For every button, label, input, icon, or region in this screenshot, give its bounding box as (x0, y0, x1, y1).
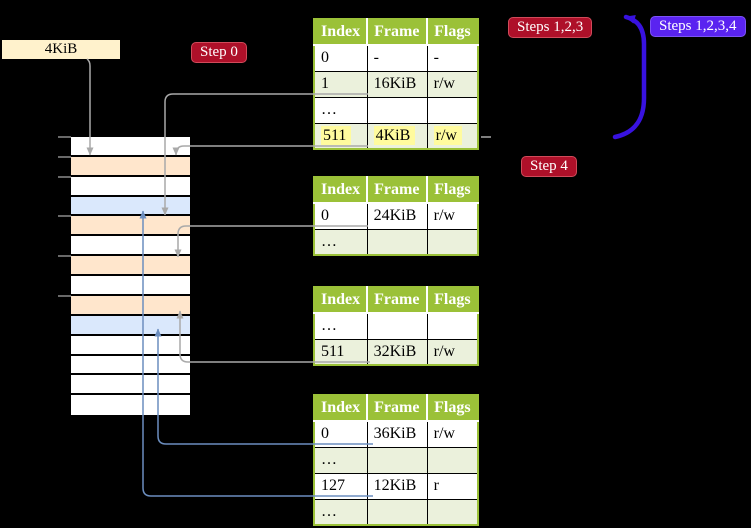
cell-frame (366, 498, 428, 526)
cell-frame (366, 228, 428, 256)
table-row: 0 - - (313, 44, 479, 72)
page-table-second: Index Frame Flags 0 24KiB r/w … (313, 176, 479, 256)
table-row: … (313, 446, 479, 474)
cell-index: … (313, 312, 368, 340)
cell-frame (366, 446, 428, 474)
column-header-flags: Flags (427, 395, 478, 422)
cell-index: 0 (313, 420, 368, 448)
table-row: … (313, 228, 479, 256)
memory-frame-row-white (71, 395, 190, 415)
cell-frame: 4KiB (366, 122, 428, 150)
memory-frame-row-white (71, 375, 190, 393)
memory-frame-row-peach (71, 296, 190, 314)
column-header-index: Index (314, 287, 369, 314)
memory-frame-row-peach (71, 256, 190, 274)
cell-frame: 32KiB (366, 338, 428, 366)
column-header-frame: Frame (367, 19, 429, 46)
table-row: 127 12KiB r (313, 472, 479, 500)
cell-frame: 24KiB (366, 202, 428, 230)
memory-frame-row-blue (71, 197, 190, 214)
column-header-index: Index (314, 395, 369, 422)
column-header-flags: Flags (427, 19, 478, 46)
highlighted-value: 511 (321, 125, 352, 145)
page-size-label-box: 4KiB (2, 40, 120, 59)
cell-index: … (313, 96, 368, 124)
memory-frame-row-white (71, 276, 190, 294)
cell-flags (426, 498, 479, 526)
column-header-frame: Frame (367, 177, 429, 204)
page-table-third: Index Frame Flags … 511 32KiB r/w (313, 286, 479, 366)
table-row: … (313, 96, 479, 124)
cell-frame: - (366, 44, 428, 72)
cell-flags: r (426, 472, 479, 500)
cell-flags: r/w (426, 202, 479, 230)
page-table-bottom: Index Frame Flags 0 36KiB r/w … 127 12Ki… (313, 394, 479, 526)
cell-index: … (313, 498, 368, 526)
table-row: 511 32KiB r/w (313, 338, 479, 366)
cell-index: 1 (313, 70, 368, 98)
cell-index: 0 (313, 202, 368, 230)
memory-frame-row-blue (71, 316, 190, 334)
table-header-row: Index Frame Flags (314, 177, 478, 204)
cell-flags (426, 446, 479, 474)
step-4-label: Step 4 (521, 156, 577, 177)
column-header-flags: Flags (427, 177, 478, 204)
steps-1-2-3-4-label: Steps 1,2,3,4 (650, 16, 746, 37)
cell-flags: r/w (426, 70, 479, 98)
page-table-top: Index Frame Flags 0 - - 1 16KiB r/w … 51… (313, 18, 479, 150)
cell-frame: 16KiB (366, 70, 428, 98)
column-header-flags: Flags (427, 287, 478, 314)
highlighted-value: 4KiB (373, 125, 416, 145)
cell-index: 127 (313, 472, 368, 500)
column-header-frame: Frame (367, 395, 429, 422)
step-0-label: Step 0 (191, 42, 247, 63)
cell-flags: r/w (426, 420, 479, 448)
table-header-row: Index Frame Flags (314, 287, 478, 314)
cell-frame (366, 96, 428, 124)
cell-index: 511 (313, 338, 368, 366)
table-row: 1 16KiB r/w (313, 70, 479, 98)
column-header-frame: Frame (367, 287, 429, 314)
memory-frame-row-white (71, 336, 190, 354)
cell-flags (426, 312, 479, 340)
table-row: 0 24KiB r/w (313, 202, 479, 230)
cell-flags: r/w (426, 338, 479, 366)
table-row: 0 36KiB r/w (313, 420, 479, 448)
cell-frame: 12KiB (366, 472, 428, 500)
table-row: … (313, 498, 479, 526)
cell-flags (426, 96, 479, 124)
table-row: … (313, 312, 479, 340)
column-header-index: Index (314, 177, 369, 204)
memory-frame-row-white (71, 137, 190, 155)
column-header-index: Index (314, 19, 369, 46)
table-row-recursive-entry: 511 4KiB r/w (313, 122, 479, 150)
table-header-row: Index Frame Flags (314, 395, 478, 422)
cell-index: 0 (313, 44, 368, 72)
memory-frame-row-peach (71, 216, 190, 234)
cell-flags: - (426, 44, 479, 72)
memory-frame-row-peach (71, 157, 190, 175)
steps-1-2-3-label: Steps 1,2,3 (508, 17, 593, 38)
memory-tick-marks (58, 136, 71, 297)
cell-frame: 36KiB (366, 420, 428, 448)
table-header-row: Index Frame Flags (314, 19, 478, 46)
highlighted-value: r/w (433, 125, 462, 145)
recursive-loop-arrow (612, 14, 647, 140)
cell-index: … (313, 446, 368, 474)
memory-frame-row-white (71, 177, 190, 195)
cell-frame (366, 312, 428, 340)
cell-flags: r/w (426, 122, 479, 150)
memory-frame-row-white (71, 236, 190, 254)
cell-index: … (313, 228, 368, 256)
cell-flags (426, 228, 479, 256)
memory-frame-row-white (71, 356, 190, 373)
cell-index: 511 (313, 122, 368, 150)
